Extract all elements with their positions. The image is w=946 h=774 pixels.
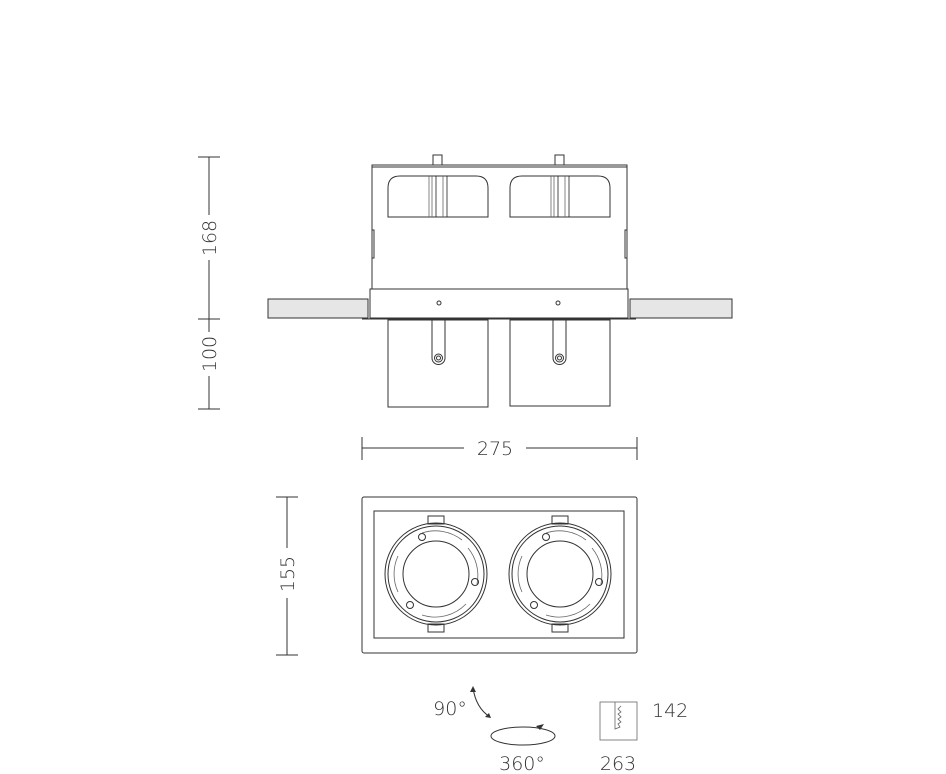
spot-ring-right [508, 515, 612, 633]
side-view [267, 154, 733, 408]
dimension-height: 168 100 [198, 156, 221, 410]
cutout-width-label: 263 [600, 753, 636, 774]
rotation-label: 360° [499, 753, 545, 774]
cutout-height-label: 142 [652, 700, 688, 722]
spot-cylinder-left [387, 319, 489, 408]
ceiling-right [629, 298, 733, 319]
window-right [509, 175, 611, 218]
ceiling-left [267, 298, 369, 319]
dimension-width: 275 [361, 437, 638, 460]
spot-cylinder-right [509, 319, 611, 407]
cutout-icon: 142 263 [599, 700, 688, 774]
window-left [387, 175, 489, 218]
dimension-depth: 155 [276, 496, 299, 656]
dimension-275-label: 275 [477, 438, 513, 460]
dimension-155-label: 155 [277, 556, 299, 592]
trim-collar [369, 288, 629, 319]
dimension-100-label: 100 [199, 336, 221, 372]
housing-body [371, 164, 628, 290]
spot-ring-left [384, 515, 488, 633]
bottom-view [361, 496, 638, 654]
tilt-rotation-icon: 90° 360° [433, 686, 556, 774]
stud-left [432, 154, 443, 166]
dimension-168-label: 168 [199, 220, 221, 256]
stud-right [554, 154, 565, 166]
tilt-label: 90° [433, 698, 467, 720]
